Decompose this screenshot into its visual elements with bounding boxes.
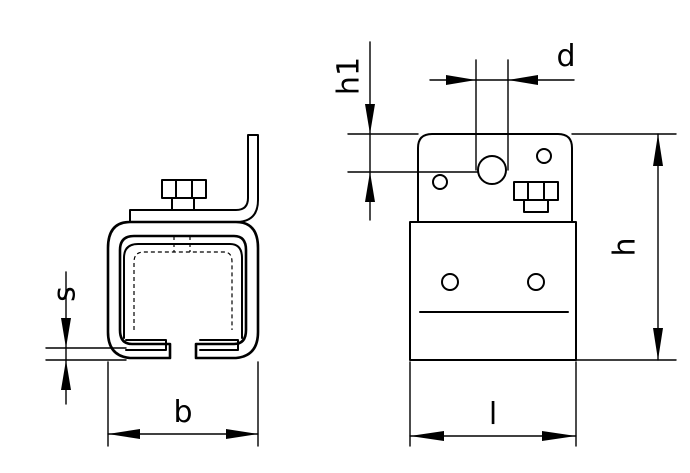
wheel-axle-left [441,273,459,291]
dimension-s: s [45,271,127,405]
trolley-end-view: s b [45,134,260,447]
suspension-hole [477,155,507,185]
plate-hole-left [432,174,448,190]
wheel-axle-right [527,273,545,291]
trolley-hidden-lines [133,251,233,330]
dimension-l: l [409,361,577,447]
rail-body [409,221,577,361]
plate-hole-right [536,148,552,164]
rail-outer-profile [106,220,260,360]
label-b: b [173,395,192,430]
rail-flange-left [125,339,167,351]
dimension-d: d [429,39,576,171]
dimension-h: h [571,133,677,361]
bracket-plate [417,133,573,223]
label-d: d [556,39,575,74]
rail-inner-profile [123,243,243,339]
label-l: l [489,397,497,432]
label-h1: h1 [332,57,367,95]
dimension-h1: h1 [332,41,479,221]
trolley-side-view: d h1 h l [332,39,677,447]
bolt-left [161,179,207,211]
bolt-right [513,181,559,213]
rail-flange-right [199,339,239,351]
trolley-hidden-center [173,236,191,252]
dimension-b: b [107,361,259,447]
label-s: s [48,286,83,302]
label-h: h [608,237,643,256]
